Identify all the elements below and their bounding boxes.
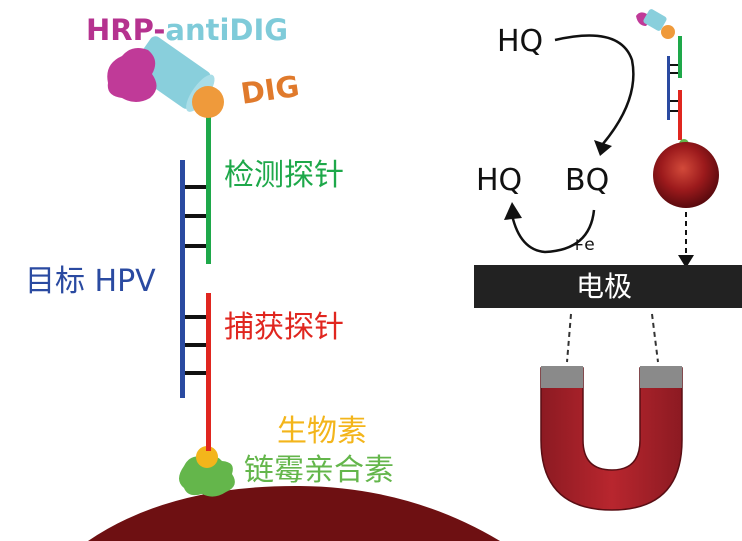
detection-probe-strand [206, 116, 211, 264]
label-detection-probe: 检测探针 [224, 158, 344, 193]
label-electrode: 电极 [576, 270, 633, 303]
label-hq-top: HQ [497, 24, 544, 59]
magnet-tip-left [541, 366, 583, 388]
label-dig: DIG [238, 69, 302, 111]
label-streptavidin: 链霉亲合素 [244, 453, 394, 488]
mini-probe [636, 9, 689, 149]
biotin-dot [196, 446, 218, 468]
streptavidin-blob [179, 455, 235, 497]
capture-probe-strand [206, 293, 211, 451]
label-hq-left: HQ [476, 163, 523, 198]
magnet-field-line-right [651, 313, 659, 363]
magnet-field-line-left [566, 313, 572, 363]
electrode-bar [474, 265, 742, 308]
dig-dot [192, 86, 224, 118]
rungs-upper [185, 185, 206, 248]
magnetic-bead [653, 142, 719, 208]
magnet-tip-right [640, 366, 682, 388]
label-biotin: 生物素 [277, 414, 367, 449]
label-antidig: antiDIG [165, 13, 289, 47]
hrp-blob [107, 48, 157, 102]
hq-to-bq-arrow [554, 34, 635, 146]
label-capture-probe: 捕获探针 [224, 310, 344, 345]
label-electron: +e [570, 235, 595, 255]
bq-to-hq-arrow [510, 209, 596, 254]
label-hrp: HRP- [86, 13, 166, 47]
label-bq: BQ [565, 163, 610, 198]
horseshoe-magnet [540, 367, 683, 511]
label-hrp-antidig: HRP-antiDIG [86, 16, 288, 45]
target-hpv-strand [180, 160, 185, 398]
label-target-hpv: 目标 HPV [25, 264, 156, 299]
bead-surface [88, 485, 500, 541]
rungs-lower [185, 315, 206, 375]
